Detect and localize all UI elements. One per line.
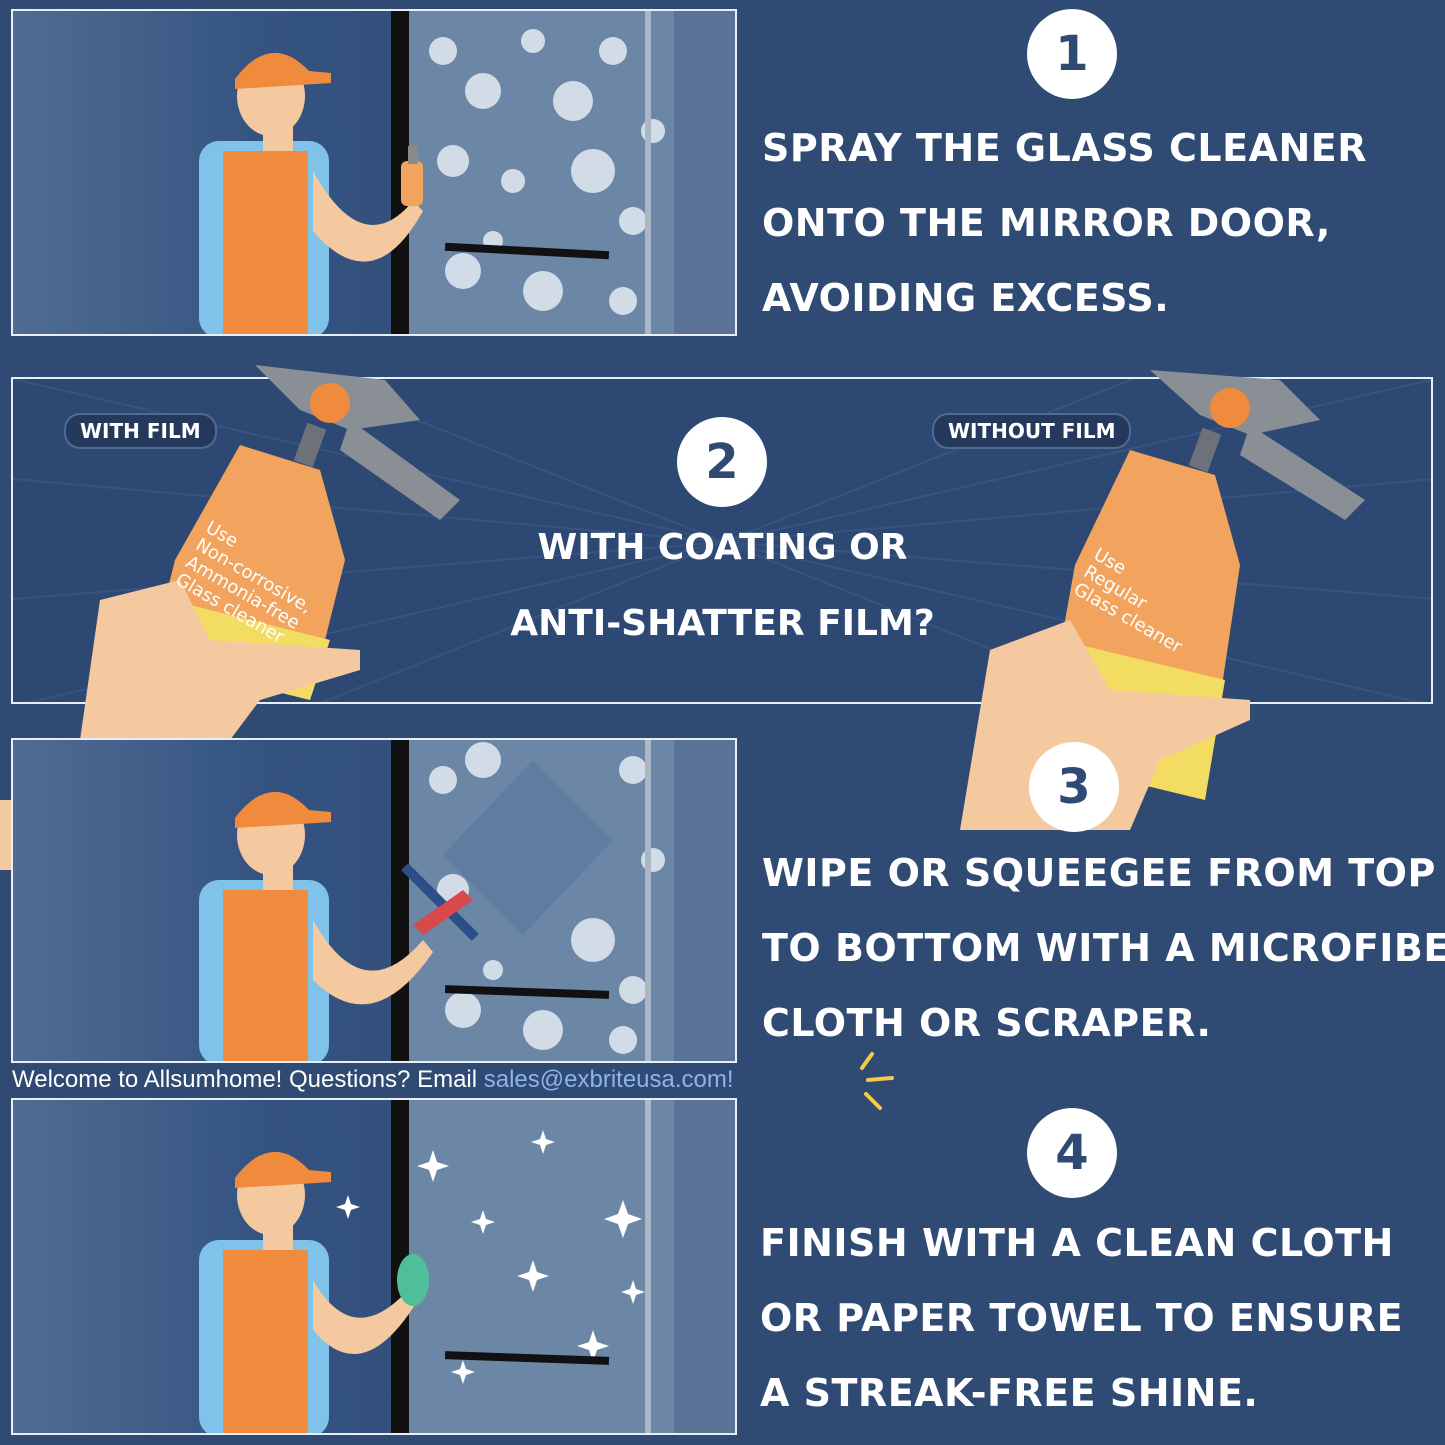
step2-question: WITH COATING OR ANTI-SHATTER FILM? <box>460 510 985 662</box>
step4-line1: FINISH WITH A CLEAN CLOTH <box>760 1221 1394 1265</box>
step3-line3: CLOTH OR SCRAPER. <box>762 1001 1212 1045</box>
step1-number-badge: 1 <box>1027 9 1117 99</box>
worker-spraying-illustration <box>199 11 735 334</box>
without-film-badge: WITHOUT FILM <box>934 415 1130 447</box>
email-link[interactable]: sales@exbriteusa.com! <box>483 1066 734 1093</box>
step4-instruction: FINISH WITH A CLEAN CLOTH OR PAPER TOWEL… <box>760 1206 1403 1431</box>
step1-line2: ONTO THE MIRROR DOOR, <box>762 201 1331 245</box>
step1-illustration-panel <box>11 9 737 336</box>
step3-line2: TO BOTTOM WITH A MICROFIBER <box>762 926 1445 970</box>
step4-line3: A STREAK-FREE SHINE. <box>760 1371 1259 1415</box>
step4-line2: OR PAPER TOWEL TO ENSURE <box>760 1296 1404 1340</box>
step3-number-badge: 3 <box>1029 742 1119 832</box>
step1-line1: SPRAY THE GLASS CLEANER <box>762 126 1367 170</box>
step4-number-badge: 4 <box>1027 1108 1117 1198</box>
worker-polishing-illustration <box>199 1100 735 1433</box>
step1-line3: AVOIDING EXCESS. <box>762 276 1170 320</box>
welcome-message: Welcome to Allsumhome! Questions? Email … <box>12 1066 734 1094</box>
welcome-text: Welcome to Allsumhome! Questions? Email <box>12 1066 484 1093</box>
step3-illustration-panel <box>11 738 737 1063</box>
step1-instruction: SPRAY THE GLASS CLEANER ONTO THE MIRROR … <box>762 111 1367 336</box>
step3-instruction: WIPE OR SQUEEGEE FROM TOP TO BOTTOM WITH… <box>762 836 1445 1061</box>
step3-line1: WIPE OR SQUEEGEE FROM TOP <box>762 851 1436 895</box>
step2-line2: ANTI-SHATTER FILM? <box>510 603 935 644</box>
with-film-badge: WITH FILM <box>66 415 215 447</box>
step4-illustration-panel <box>11 1098 737 1435</box>
step2-number-badge: 2 <box>677 417 767 507</box>
step2-line1: WITH COATING OR <box>537 527 908 568</box>
worker-squeegee-illustration <box>199 740 735 1061</box>
